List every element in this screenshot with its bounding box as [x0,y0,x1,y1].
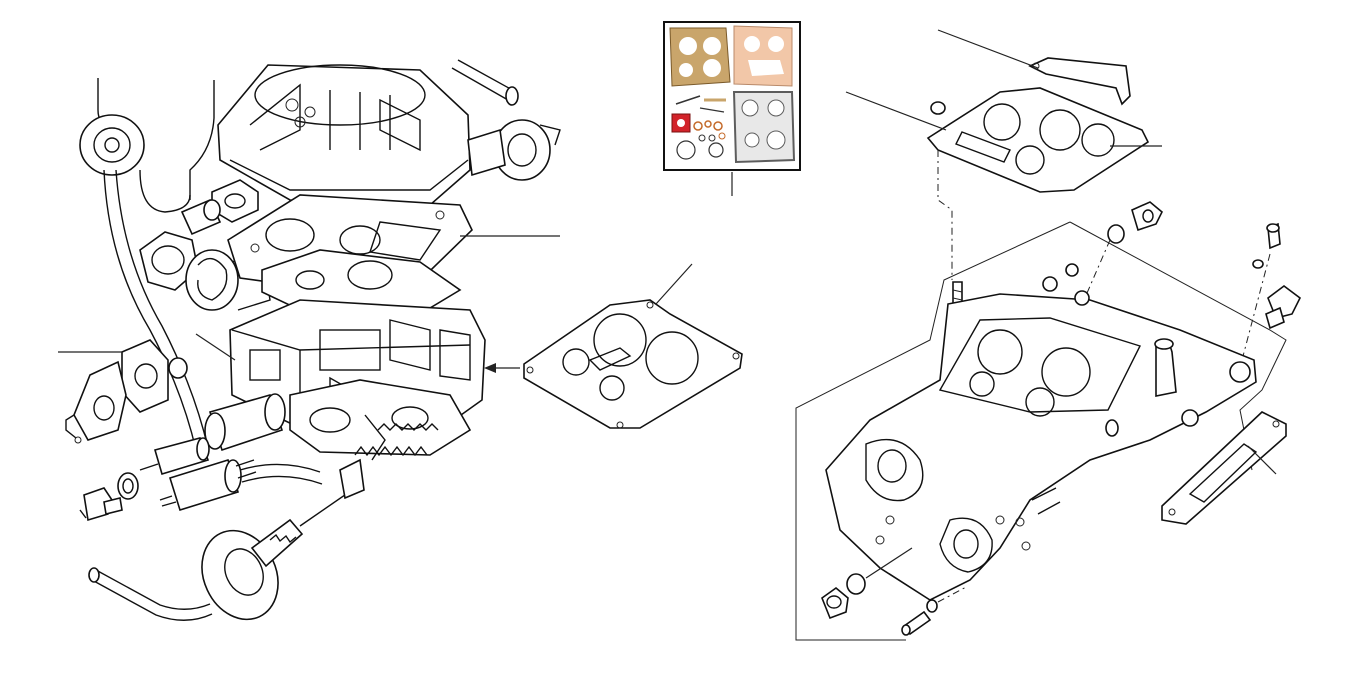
small-fitting [180,198,222,236]
idle-solenoid-valve [139,437,210,476]
drain-plug [821,586,849,620]
intake-manifold-assembly [795,29,1302,641]
insulator-spacer [926,87,1150,193]
kit-small-parts [671,95,726,160]
gasket-kit-photo [663,21,801,171]
carburetor-flange-gasket [523,263,743,429]
kit-gasket-dark [732,91,796,164]
washer-right [1252,259,1264,269]
direction-arrow [484,363,496,373]
vacuum-hose [103,169,197,451]
carburetor-top-cover [217,64,471,206]
vacuum-diaphragm-unit [201,458,365,621]
cutoff-solenoid-valve [159,458,257,512]
idle-cutoff-valve-housing [65,360,127,444]
kit-gasket-tan [669,27,731,87]
manifold-frame [795,221,1287,641]
sealing-ring [117,472,139,500]
temperature-sensor [79,487,123,522]
bolt-right [1266,222,1281,250]
accelerator-pump-cover [121,339,188,413]
exhaust-flange-gasket [1161,411,1287,525]
throttle-return-spring [354,423,439,457]
nut [930,101,946,115]
kit-gasket-peach [733,25,793,87]
carburetor-assembly [65,59,561,621]
vacuum-hose-short [88,567,213,621]
choke-diaphragm [79,114,145,176]
leader-lines-left [58,235,560,361]
choke-pipe [204,393,286,452]
throttle-body [289,379,472,461]
washer-upper [1107,224,1125,244]
fuel-inlet-pipe [451,59,519,106]
vacuum-fitting [1131,201,1163,232]
fuel-hose-lower [239,463,321,473]
bolt-bottom [901,610,932,636]
intake-manifold-body [825,263,1257,601]
washer-bottom [926,599,938,613]
temperature-switch [1265,285,1302,330]
washer-plug [846,573,866,595]
choke-pulldown-unit [467,119,561,181]
